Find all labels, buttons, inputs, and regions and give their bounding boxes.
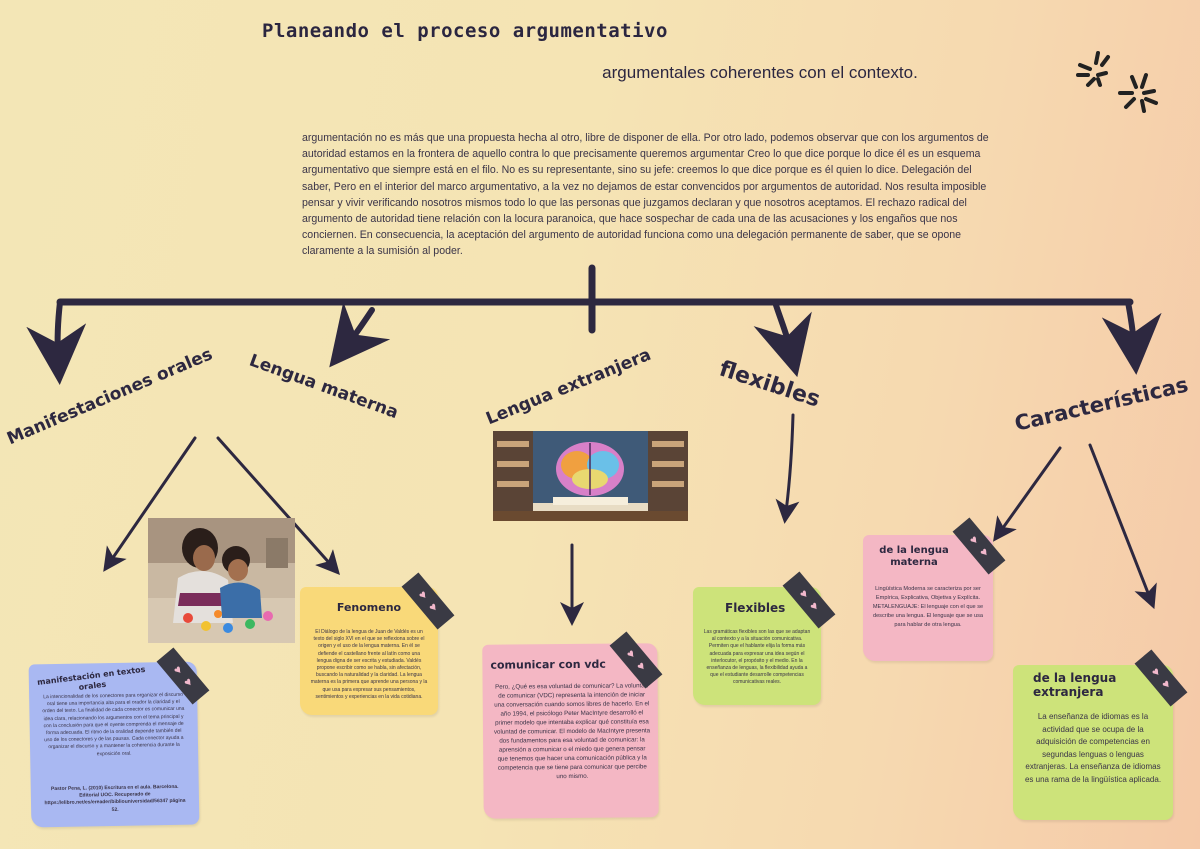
page-title: Planeando el proceso argumentativo (262, 20, 668, 42)
intro-paragraph: argumentación no es más que una propuest… (302, 132, 989, 258)
note-fenomeno-title: Fenomeno (336, 601, 402, 614)
arrow-oral-right (216, 436, 340, 575)
arrow-branch-2 (329, 301, 391, 368)
arrow-branch-5 (1101, 299, 1162, 375)
note-flexibles-body: Las gramáticas flexibles son las que se … (703, 629, 811, 686)
arrow-flexibles (775, 413, 800, 524)
note-lengua-materna: de la lengua materna Lingüística Moderna… (863, 535, 993, 661)
note-oral-body: La intencionalidad de los conectores par… (42, 691, 185, 757)
note-lengua-extranjera: de la lengua extranjera La enseñanza de … (1013, 665, 1173, 820)
page-subtitle: argumentales coherentes con el contexto. (602, 63, 918, 82)
arrow-branch-1 (26, 299, 87, 385)
note-vdc-title: comunicar con vdc (490, 657, 606, 672)
note-manifestacion-textos-orales: manifestación en textos orales La intenc… (28, 661, 200, 828)
arrow-caract-left (993, 446, 1062, 542)
arrow-oral-left (103, 436, 197, 572)
children-playing-image (148, 518, 295, 643)
arrow-caract-right (1088, 443, 1157, 610)
note-materna-title: de la lengua materna (879, 545, 949, 568)
note-fenomeno: Fenomeno El Diálogo de la lengua de Juan… (300, 587, 438, 715)
note-fenomeno-body: El Diálogo de la lengua de Juan de Valdé… (310, 629, 428, 700)
note-flexibles-title: Flexibles (725, 601, 786, 615)
brain-library-image (493, 431, 688, 521)
sparkle-icon (1076, 51, 1158, 113)
note-vdc-body: Pero, ¿Qué es esa voluntad de comunicar?… (493, 682, 651, 781)
arrow-branch-4 (753, 299, 812, 378)
note-extranjera-body: La enseñanza de idiomas es la actividad … (1024, 712, 1162, 784)
note-oral-ref: Pastor Pena, L. (2010) Escritura en el a… (44, 783, 186, 813)
note-extranjera-title: de la lengua extranjera (1033, 671, 1117, 699)
note-materna-body: Lingüística Moderna se caracteriza por s… (872, 586, 984, 628)
